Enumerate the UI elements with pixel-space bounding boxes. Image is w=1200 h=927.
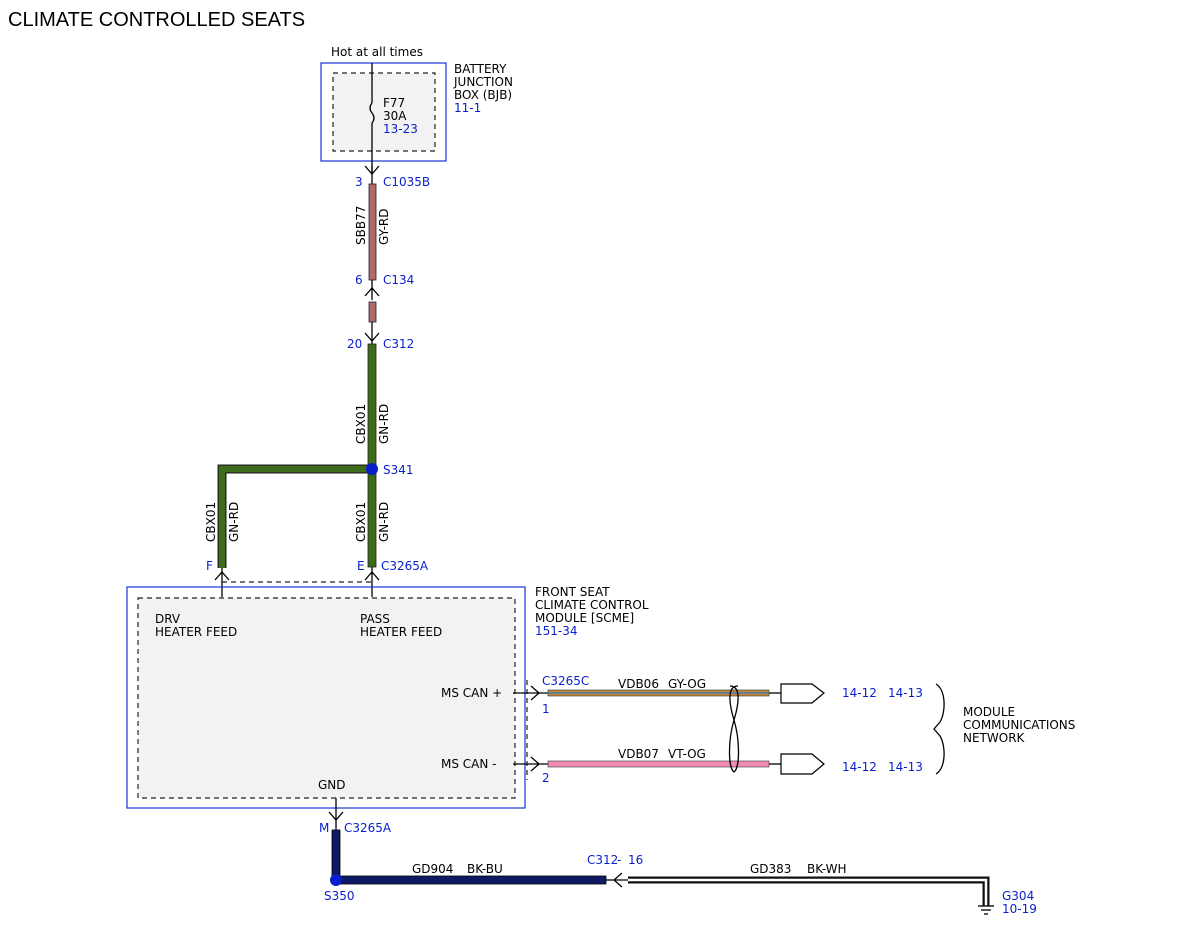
wire-gd904-circuit: GD904 bbox=[412, 862, 453, 876]
bjb-inner-box bbox=[332, 72, 436, 152]
c3265c-pin2-symbol bbox=[530, 756, 540, 772]
fuse-symbol bbox=[369, 102, 375, 124]
c3265a-name: C3265A bbox=[381, 559, 429, 573]
module-ref: 151-34 bbox=[535, 624, 578, 638]
wire-gd383 bbox=[628, 878, 988, 906]
twisted-pair-symbol bbox=[728, 685, 740, 773]
c312-top-name: C312 bbox=[383, 337, 414, 351]
wire-vdb07 bbox=[547, 760, 770, 768]
wire-vdb07-circuit: VDB07 bbox=[618, 747, 659, 761]
ground-g304-ref: 10-19 bbox=[1002, 902, 1037, 916]
wire-vdb06-circuit: VDB06 bbox=[618, 677, 659, 691]
c312-bottom-name: C312 bbox=[587, 853, 618, 867]
wire-gd904-color: BK-BU bbox=[467, 862, 503, 876]
wire-gd383-color: BK-WH bbox=[807, 862, 847, 876]
wire-sbb77-upper bbox=[368, 183, 377, 281]
network-name-line-1: MODULE bbox=[963, 705, 1015, 719]
wire-cbx01-right-color: GN-RD bbox=[377, 502, 391, 542]
network-name-line-2: COMMUNICATIONS bbox=[963, 718, 1075, 732]
fuse-rating: 30A bbox=[383, 109, 407, 123]
drv-heater-feed-line-1: DRV bbox=[155, 612, 181, 626]
page-title: CLIMATE CONTROLLED SEATS bbox=[8, 9, 305, 31]
splice-s341 bbox=[366, 463, 378, 475]
wire-sbb77-lower bbox=[368, 301, 377, 323]
c312-bottom-pin: 16 bbox=[628, 853, 643, 867]
can-plus-continuation-arrow bbox=[780, 683, 825, 704]
wire-vdb07-color: VT-OG bbox=[668, 747, 706, 761]
wire-cbx01-left bbox=[218, 465, 372, 568]
bjb-name-line-2: JUNCTION bbox=[453, 75, 513, 89]
c3265c-pin1-symbol bbox=[530, 685, 540, 701]
module-name-line-3: MODULE [SCME] bbox=[535, 611, 634, 625]
network-brace bbox=[933, 683, 945, 775]
wire-cbx01-left-circuit: CBX01 bbox=[204, 502, 218, 542]
wire-cbx01-right-circuit: CBX01 bbox=[354, 502, 368, 542]
hot-at-all-times-label: Hot at all times bbox=[331, 45, 423, 59]
c3265c-pin2: 2 bbox=[542, 771, 550, 785]
c3265a-m-connector-symbol bbox=[328, 811, 344, 821]
c3265a-bottom-name: C3265A bbox=[344, 821, 392, 835]
splice-s341-label: S341 bbox=[383, 463, 414, 477]
wire-gd383-circuit: GD383 bbox=[750, 862, 791, 876]
splice-s350-label: S350 bbox=[324, 889, 355, 903]
wire-cbx01-main bbox=[367, 343, 377, 470]
drv-heater-feed-line-2: HEATER FEED bbox=[155, 625, 237, 639]
c1035b-name: C1035B bbox=[383, 175, 430, 189]
c134-pin: 6 bbox=[355, 273, 363, 287]
scme-module-box bbox=[126, 586, 526, 809]
ms-can-minus-label: MS CAN - bbox=[441, 757, 497, 771]
module-name-line-1: FRONT SEAT bbox=[535, 585, 610, 599]
can-minus-ref-2: 14-13 bbox=[888, 760, 923, 774]
can-plus-ref-1: 14-12 bbox=[842, 686, 877, 700]
wire-cbx01-left-outline bbox=[217, 464, 372, 568]
splice-s350 bbox=[330, 874, 342, 886]
bjb-name-line-3: BOX (BJB) bbox=[454, 88, 512, 102]
pass-heater-feed-line-2: HEATER FEED bbox=[360, 625, 442, 639]
wire-cbx01-main-color: GN-RD bbox=[377, 404, 391, 444]
c134-name: C134 bbox=[383, 273, 414, 287]
c3265a-pin-f: F bbox=[206, 559, 213, 573]
c3265c-pin1: 1 bbox=[542, 702, 550, 716]
wire-gd383-outline bbox=[628, 876, 990, 906]
bjb-box bbox=[320, 62, 447, 162]
wire-sbb77-circuit: SBB77 bbox=[354, 206, 368, 245]
module-name-line-2: CLIMATE CONTROL bbox=[535, 598, 649, 612]
gnd-label: GND bbox=[318, 778, 346, 792]
network-name-line-3: NETWORK bbox=[963, 731, 1026, 745]
bjb-ref: 11-1 bbox=[454, 101, 481, 115]
c3265a-pin-m: M bbox=[319, 821, 329, 835]
can-plus-ref-2: 14-13 bbox=[888, 686, 923, 700]
c1035b-pin: 3 bbox=[355, 175, 363, 189]
ms-can-plus-label: MS CAN + bbox=[441, 686, 502, 700]
c312-top-pin: 20 bbox=[347, 337, 362, 351]
wire-cbx01-left-color: GN-RD bbox=[227, 502, 241, 542]
c312-bottom-dash: - bbox=[617, 853, 621, 867]
scme-module-inner-box bbox=[137, 597, 516, 799]
wire-sbb77-color: GY-RD bbox=[377, 208, 391, 245]
wire-cbx01-right bbox=[367, 468, 377, 568]
ground-g304-name: G304 bbox=[1002, 889, 1034, 903]
c3265a-pin-e: E bbox=[357, 559, 365, 573]
wire-gd904-vertical bbox=[331, 829, 341, 881]
wire-gd904 bbox=[335, 875, 607, 885]
pass-heater-feed-line-1: PASS bbox=[360, 612, 390, 626]
wire-cbx01-main-circuit: CBX01 bbox=[354, 404, 368, 444]
can-minus-continuation-arrow bbox=[780, 753, 825, 775]
wire-vdb06-color: GY-OG bbox=[668, 677, 706, 691]
can-minus-ref-1: 14-12 bbox=[842, 760, 877, 774]
bjb-name-line-1: BATTERY bbox=[454, 62, 507, 76]
c3265c-name: C3265C bbox=[542, 674, 589, 688]
fuse-name: F77 bbox=[383, 96, 405, 110]
fuse-ref: 13-23 bbox=[383, 122, 418, 136]
c312-bottom-connector-symbol bbox=[613, 872, 623, 888]
